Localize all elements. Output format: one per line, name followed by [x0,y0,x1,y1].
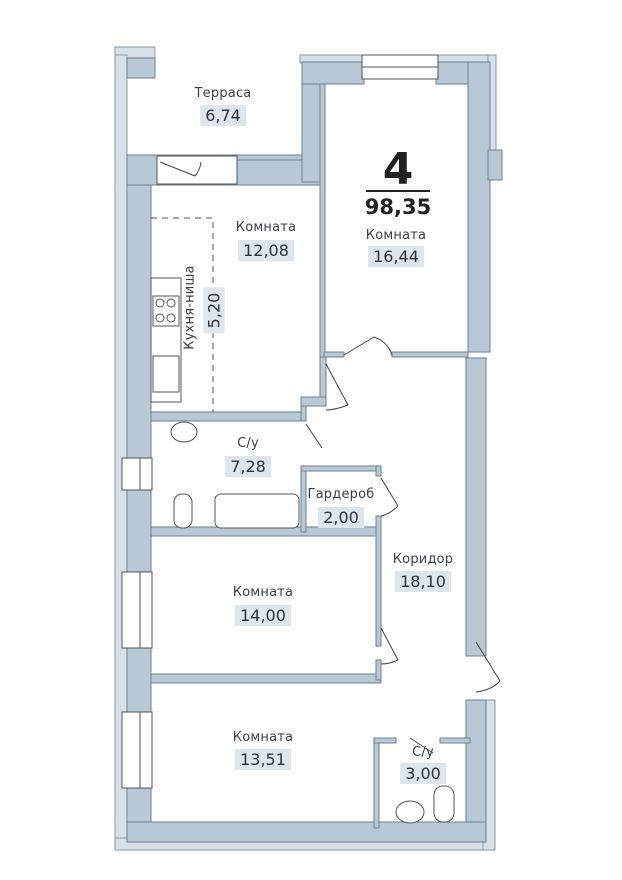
walls [126,57,503,843]
wardrobe-area: 2,00 [318,507,364,528]
kitchen-niche-label: Кухня-ниша [182,265,198,350]
room-3-label: Комната [232,585,294,600]
total-area: 98,35 [364,195,432,219]
bathroom-1-area: 7,28 [225,456,271,477]
room-4-label: Комната [232,730,294,745]
bathroom-2-label: С/у [412,745,434,760]
kitchen-niche [150,217,214,412]
room-1-area: 16,44 [368,246,424,267]
kitchen-niche-area: 5,20 [203,287,225,334]
room-1-label: Комната [365,228,427,243]
room-2-label: Комната [235,220,297,235]
doors [159,161,501,754]
room-2-area: 12,08 [238,240,294,261]
room-terrace-area: 6,74 [200,105,246,126]
rooms-count: 4 [382,144,414,195]
divider [366,190,430,192]
room-terrace-label: Терраса [194,86,252,101]
fixtures [170,421,455,824]
room-3-area: 14,00 [235,605,291,626]
room-4-area: 13,51 [235,749,291,770]
bathroom-1-label: С/у [237,436,259,451]
corridor-area: 18,10 [395,571,451,592]
corridor-label: Коридор [392,552,454,567]
bathroom-2-area: 3,00 [400,763,446,784]
wardrobe-label: Гардероб [307,487,375,502]
windows [121,54,439,789]
